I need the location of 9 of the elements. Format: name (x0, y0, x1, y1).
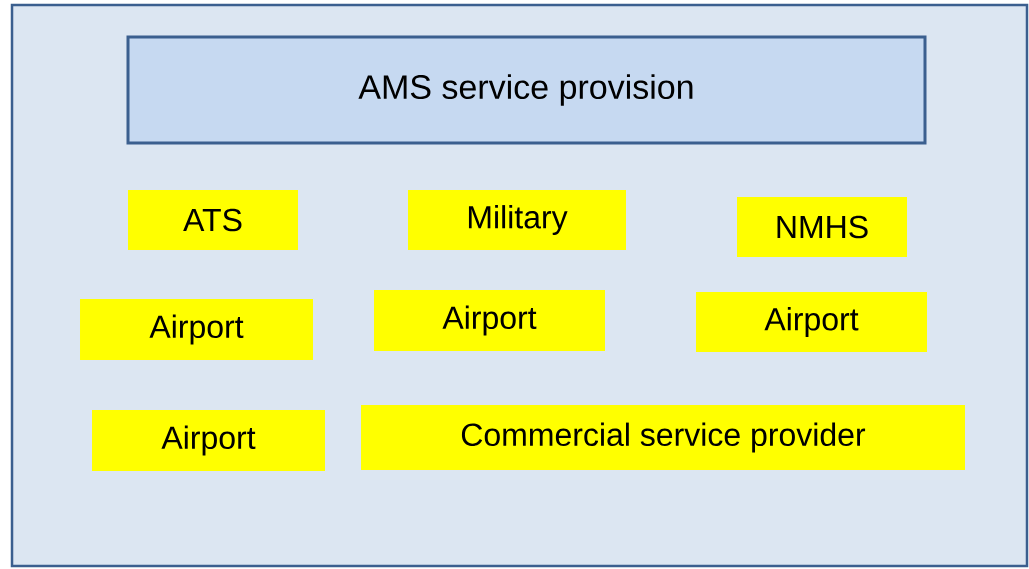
label-box: NMHS (737, 197, 907, 257)
label-box: Airport (92, 410, 325, 471)
label-box: Airport (696, 292, 927, 352)
header-box: AMS service provision (126, 35, 927, 145)
label-box: Military (408, 190, 626, 250)
label-box: Airport (374, 290, 605, 351)
label-box: ATS (128, 190, 298, 250)
label-box: Airport (80, 299, 313, 360)
label-box: Commercial service provider (361, 405, 965, 470)
